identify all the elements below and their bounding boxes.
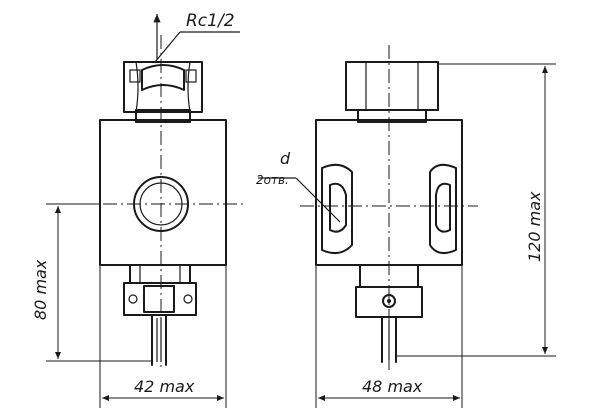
dimension-80: 80 max: [31, 203, 152, 362]
dimension-42-label: 42 max: [134, 377, 195, 396]
front-top-nut: [123, 61, 203, 113]
dimension-120-label: 120 max: [525, 191, 544, 262]
side-neck: [357, 109, 427, 123]
hole-count-label: 2отв.: [256, 173, 289, 187]
front-view: [55, 13, 245, 370]
thread-leader: [154, 31, 181, 63]
front-neck: [135, 109, 191, 123]
front-cable: [151, 314, 167, 366]
dimension-80-label: 80 max: [31, 259, 50, 320]
hole-diameter-label: d: [280, 149, 291, 168]
front-body: [99, 119, 227, 266]
dimension-42: 42 max: [99, 265, 227, 408]
dimension-48-label: 48 max: [362, 377, 423, 396]
dimension-120: 120 max: [396, 63, 556, 357]
side-view: [300, 45, 478, 370]
side-hole-right: [429, 163, 457, 255]
dimension-48: 48 max: [315, 265, 463, 408]
side-hole-left: [321, 163, 353, 255]
front-connector: [123, 264, 197, 316]
side-top-nut: [345, 61, 439, 111]
thread-label: Rc1/2: [186, 11, 235, 31]
